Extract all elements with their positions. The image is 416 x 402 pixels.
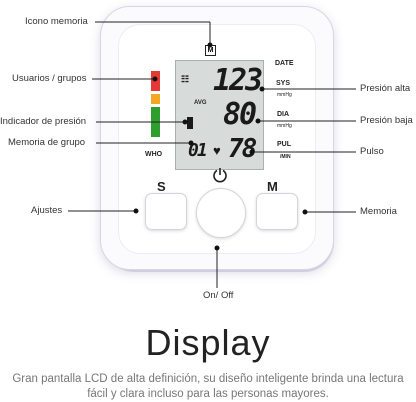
label-usuarios: Usuarios / grupos	[12, 73, 87, 84]
s-button[interactable]	[145, 193, 187, 230]
lcd-indicator-block	[187, 117, 193, 129]
pul-unit-label: /MIN	[280, 154, 291, 160]
description-text: Gran pantalla LCD de alta definición, su…	[12, 373, 404, 400]
pressure-bar-orange	[151, 94, 160, 104]
pul-label: PUL	[277, 141, 291, 148]
label-indicador: Indicador de presión	[0, 116, 87, 127]
dia-unit-label: mmHg	[277, 123, 292, 129]
label-presion-alta: Presión alta	[360, 83, 411, 94]
lcd-avg-label: AVG	[194, 100, 207, 106]
label-memoria: Memoria	[360, 206, 397, 217]
lcd-dia-value: 80	[223, 97, 257, 132]
sys-label: SYS	[276, 80, 291, 87]
label-ajustes: Ajustes	[31, 205, 63, 216]
sys-unit-label: mmHg	[277, 92, 292, 98]
onoff-button[interactable]	[196, 188, 246, 238]
who-label: WHO	[145, 151, 163, 158]
dia-label: DIA	[277, 111, 290, 118]
user-group-icon: ☷	[181, 74, 190, 84]
label-presion-baja: Presión baja	[360, 115, 413, 126]
m-button[interactable]	[256, 193, 298, 230]
label-icono-memoria: Icono memoria	[25, 16, 88, 27]
label-onoff: On/ Off	[203, 290, 234, 301]
m-button-label: M	[267, 179, 278, 194]
heart-icon: ♥	[213, 143, 221, 158]
lcd-pul-value: 78	[228, 134, 257, 164]
label-memoria-grupo: Memoria de grupo	[8, 137, 86, 148]
lcd-sys-value: 123	[213, 63, 263, 98]
lcd-screen	[175, 60, 264, 170]
date-label: DATE	[275, 60, 294, 67]
power-icon	[212, 167, 228, 188]
page-title: Display	[145, 322, 271, 363]
label-pulso: Pulso	[360, 146, 384, 157]
s-button-label: S	[157, 179, 166, 194]
lcd-memory-value: 01	[188, 140, 208, 161]
